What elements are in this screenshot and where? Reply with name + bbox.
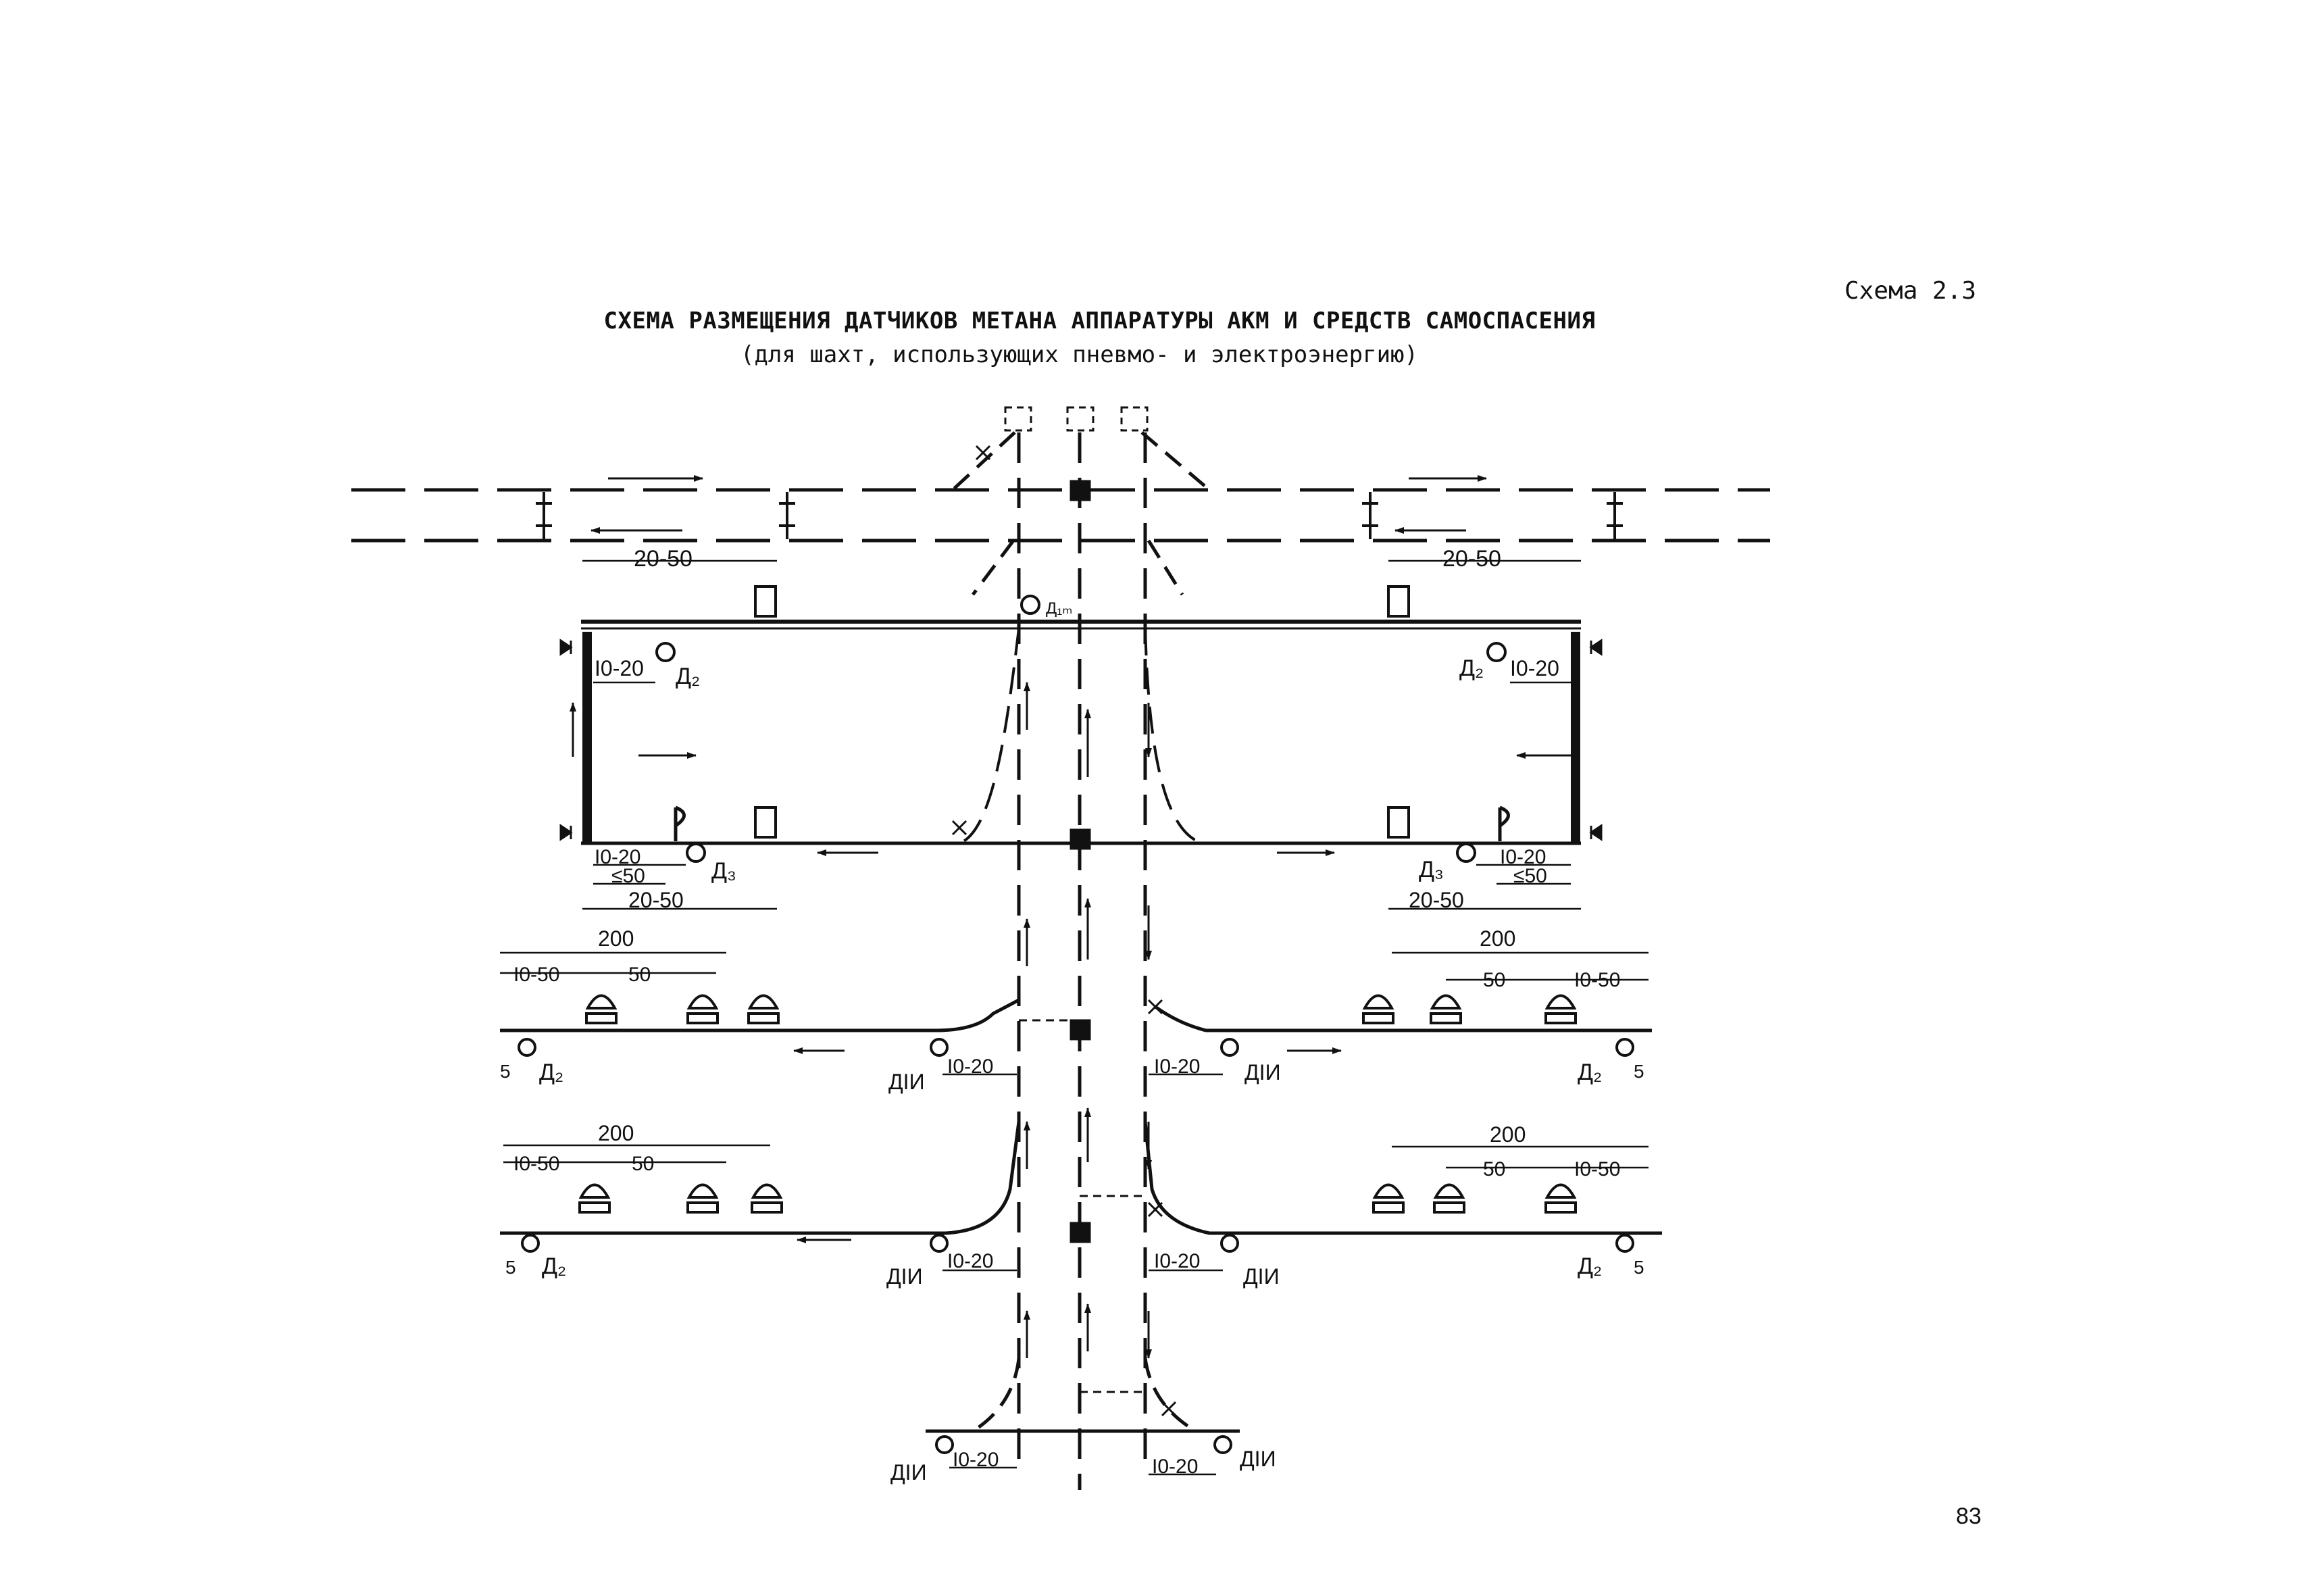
self-rescuer-stations (754, 585, 1410, 839)
label-d2-left: Д₂ (676, 664, 700, 689)
shaft-roadways (951, 431, 1211, 1490)
sensor-d3-right (1456, 843, 1476, 863)
dim-5-l1-right: 5 (1634, 1061, 1644, 1082)
scheme-label: Схема 2.3 (1844, 277, 1977, 305)
door-4 (1070, 1222, 1091, 1243)
shaft-heads (1004, 406, 1149, 432)
dimension-lines-panel (582, 559, 1581, 910)
dim-10-20-l2-right: I0-20 (1154, 1250, 1200, 1272)
dim-50-l2-left: 50 (632, 1153, 654, 1175)
dim-20-50-top-left: 20-50 (634, 546, 693, 572)
self-rescuer-box-4 (1387, 806, 1410, 839)
dim-le50-right: ≤50 (1513, 865, 1547, 887)
dim-10-20-panel-left: I0-20 (595, 656, 644, 680)
dim-20-50-bottom-left: 20-50 (628, 888, 684, 912)
dim-10-50-l1-right: I0-50 (1574, 969, 1620, 991)
dim-10-20-bottom-right: I0-20 (1500, 846, 1546, 868)
dim-200-l2-right: 200 (1490, 1122, 1526, 1147)
dim-10-20-l1-left: I0-20 (947, 1055, 993, 1078)
door-3 (1070, 1019, 1091, 1041)
level-2-sensors (521, 1234, 1634, 1253)
label-d2-right: Д₂ (1459, 655, 1484, 681)
door-2 (1070, 828, 1091, 850)
level-1-drifts (500, 998, 1652, 1032)
dim-5-l2-left: 5 (505, 1257, 516, 1278)
bottom-level (926, 1357, 1240, 1433)
dim-50-l2-right: 50 (1483, 1158, 1505, 1180)
dim-10-20-bottom-right: I0-20 (1152, 1455, 1198, 1478)
flag-markers (674, 805, 1510, 841)
dim-10-50-l2-left: I0-50 (513, 1153, 559, 1175)
methane-sensors-panel (655, 595, 1507, 863)
label-d1i-l1-left: ДIИ (888, 1070, 925, 1094)
dim-200-l2-left: 200 (598, 1121, 634, 1145)
dim-20-50-top-right: 20-50 (1442, 546, 1501, 572)
dim-10-20-l2-left: I0-20 (947, 1250, 993, 1272)
label-d1i-l1-right: ДIИ (1244, 1060, 1281, 1084)
self-rescuer-box-2 (1387, 585, 1410, 618)
label-d1i-bottom-right: ДIИ (1240, 1447, 1276, 1471)
level-1-arrows (793, 898, 1342, 1054)
air-crossing-marks (951, 445, 1177, 1417)
longwall-panel (581, 620, 1581, 845)
label-d1i-l2-right: ДIИ (1243, 1264, 1280, 1289)
level-1-sensors (518, 1038, 1634, 1057)
dim-10-20-panel-right: I0-20 (1510, 656, 1559, 680)
sensor-d2-right (1486, 642, 1507, 662)
sensor-d2-left (655, 642, 676, 662)
dim-10-20-bottom-left: I0-20 (595, 846, 640, 868)
level-2-dimensions (503, 1144, 1649, 1272)
level-2-drifts (500, 1121, 1662, 1235)
dim-5-l1-left: 5 (500, 1061, 511, 1082)
label-d3-left: Д₃ (711, 858, 736, 884)
self-rescuer-box-3 (754, 806, 777, 839)
bottom-dimensions (949, 1466, 1216, 1476)
dim-20-50-bottom-right: 20-50 (1409, 888, 1464, 912)
face-end-markers (559, 639, 1603, 841)
level-1-equipment (585, 994, 1577, 1024)
sensor-d3-left (686, 843, 706, 863)
diagram-title: СХЕМА РАЗМЕЩЕНИЯ ДАТЧИКОВ МЕТАНА АППАРАТ… (603, 307, 1596, 334)
airflow-arrows-top (590, 475, 1487, 534)
label-d2-l1-right: Д₂ (1578, 1059, 1602, 1085)
longwall-face-right (1571, 632, 1580, 843)
sensor-d1m (1020, 595, 1040, 615)
equipment-1 (585, 994, 618, 1009)
label-d3-right: Д₃ (1419, 857, 1444, 882)
level-1-dimensions (500, 951, 1649, 1076)
dim-10-50-l2-right: I0-50 (1574, 1158, 1620, 1180)
page-number: 83 (1956, 1503, 1982, 1529)
airflow-arrows-panel (570, 682, 1574, 856)
dim-200-l1-left: 200 (598, 926, 634, 951)
dim-10-20-bottom-left: I0-20 (953, 1449, 999, 1471)
dim-200-l1-right: 200 (1480, 926, 1515, 951)
bottom-sensors (935, 1435, 1232, 1454)
label-d2-l1-left: Д₂ (539, 1059, 563, 1085)
main-drifts (351, 488, 1770, 543)
label-d1i-bottom-left: ДIИ (890, 1460, 927, 1485)
label-d2-l2-right: Д₂ (1578, 1253, 1602, 1279)
drift-cross-marks (536, 492, 1623, 539)
dim-le50-left: ≤50 (611, 865, 645, 887)
level-2-equipment (578, 1183, 1577, 1214)
level-2-arrows (797, 1107, 1152, 1359)
door-1 (1070, 480, 1091, 501)
label-d1m: Д₁ₘ (1046, 599, 1072, 618)
label-d2-l2-left: Д₂ (542, 1253, 566, 1279)
dim-50-l1-right: 50 (1483, 969, 1505, 991)
ventilation-doors-shaft (1070, 480, 1091, 1243)
dim-10-50-l1-left: I0-50 (513, 964, 559, 986)
self-rescuer-box-1 (754, 585, 777, 618)
label-d1i-l2-left: ДIИ (886, 1264, 923, 1289)
dim-50-l1-left: 50 (628, 964, 651, 986)
dim-5-l2-right: 5 (1634, 1257, 1644, 1278)
dim-10-20-l1-right: I0-20 (1154, 1055, 1200, 1078)
diagram-subtitle: (для шахт, использующих пневмо- и электр… (740, 341, 1419, 368)
longwall-face-left (582, 632, 592, 843)
